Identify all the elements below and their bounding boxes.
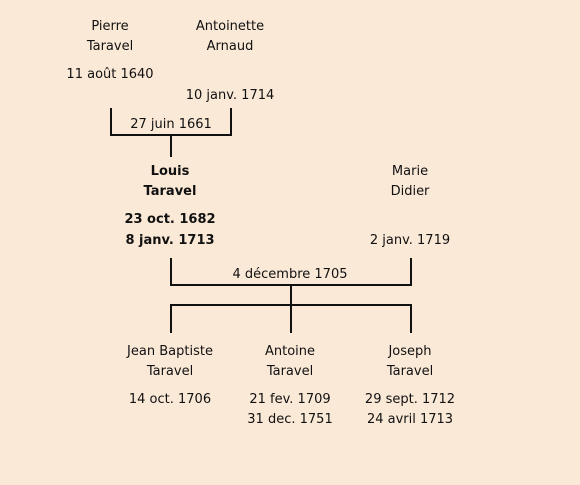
child-1-date-1: 14 oct. 1706 (128, 392, 212, 407)
parents-descent-line (290, 286, 292, 304)
child-3-date-1: 29 sept. 1712 (364, 392, 456, 407)
parents-marriage-date: 4 décembre 1705 (232, 267, 348, 282)
child-2-first-name: Antoine (264, 344, 316, 359)
mother-death-date: 2 janv. 1719 (369, 233, 451, 248)
mother-first-name: Marie (391, 164, 429, 179)
child-1-connector (170, 304, 172, 333)
grandfather-connector (110, 108, 112, 136)
child-3-connector (410, 304, 412, 333)
child-3-first-name: Joseph (388, 344, 432, 359)
grandparents-marriage-line (110, 134, 232, 136)
child-2-date-1: 21 fev. 1709 (249, 392, 331, 407)
grandfather-first-name: Pierre (91, 19, 129, 34)
grandfather-birth-date: 11 août 1640 (66, 67, 154, 82)
mother-last-name: Didier (390, 184, 430, 199)
grandmother-connector (230, 108, 232, 136)
grandparents-marriage-date: 27 juin 1661 (130, 117, 212, 132)
father-first-name: Louis (150, 164, 190, 179)
grandmother-first-name: Antoinette (195, 19, 265, 34)
parents-marriage-line (170, 284, 412, 286)
grandmother-last-name: Arnaud (206, 39, 254, 54)
grandmother-death-date: 10 janv. 1714 (185, 88, 275, 103)
grandfather-last-name: Taravel (86, 39, 134, 54)
child-1-first-name: Jean Baptiste (127, 344, 213, 359)
child-1-last-name: Taravel (146, 364, 194, 379)
child-3-date-2: 24 avril 1713 (366, 412, 454, 427)
father-connector (170, 258, 172, 286)
father-death-date: 8 janv. 1713 (125, 233, 215, 248)
father-birth-date: 23 oct. 1682 (124, 212, 216, 227)
child-2-connector (290, 304, 292, 333)
child-2-date-2: 31 dec. 1751 (247, 412, 333, 427)
child-3-last-name: Taravel (386, 364, 434, 379)
child-2-last-name: Taravel (266, 364, 314, 379)
father-last-name: Taravel (143, 184, 197, 199)
grandparents-descent-line (170, 136, 172, 157)
mother-connector (410, 258, 412, 286)
